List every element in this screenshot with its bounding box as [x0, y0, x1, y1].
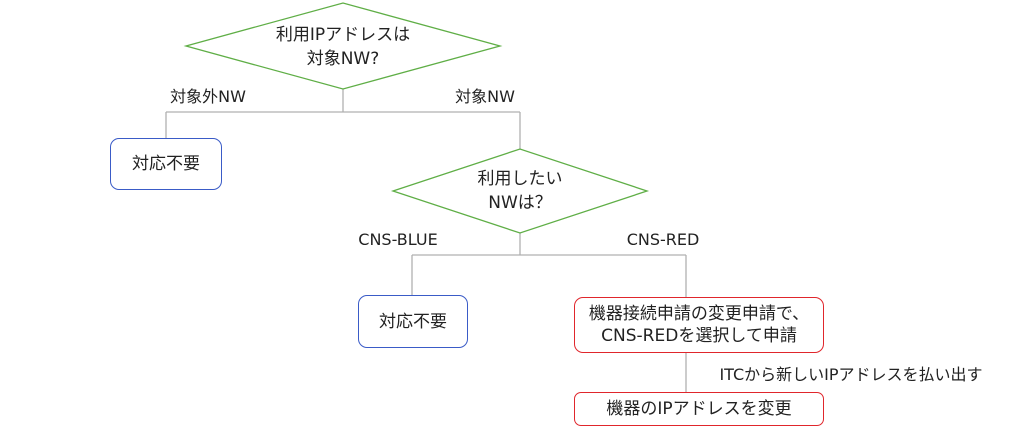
edge-label-out-of-scope: 対象外NW	[170, 87, 246, 106]
edge-label-cns-red: CNS-RED	[627, 230, 700, 249]
decision-diamond-2	[390, 148, 650, 234]
action-no-change-out-of-scope-label: 対応不要	[132, 154, 200, 174]
action-apply-change-request: 機器接続申請の変更申請で、 CNS-REDを選択して申請	[574, 297, 824, 353]
decision-target-network: 利用IPアドレスは 対象NW?	[183, 2, 503, 90]
action-apply-line-2: CNS-REDを選択して申請	[601, 326, 797, 346]
decision-1-line-1: 利用IPアドレスは	[276, 25, 410, 45]
edge-label-in-scope: 対象NW	[455, 87, 515, 106]
decision-desired-network: 利用したい NWは？	[390, 148, 650, 234]
edge-label-cns-blue: CNS-BLUE	[358, 230, 437, 249]
decision-2-line-1: 利用したい	[478, 169, 563, 189]
action-change-device-ip: 機器のIPアドレスを変更	[574, 392, 824, 426]
action-no-change-cns-blue: 対応不要	[358, 295, 468, 348]
action-no-change-cns-blue-label: 対応不要	[379, 311, 447, 332]
decision-2-line-2: NWは？	[488, 193, 552, 213]
action-apply-line-1: 機器接続申請の変更申請で、	[588, 304, 810, 324]
decision-1-line-2: 対象NW?	[307, 49, 380, 69]
connectors-decision-2	[411, 233, 687, 297]
connectors-decision-1	[165, 89, 521, 150]
decision-diamond-1	[183, 2, 503, 90]
edge-label-itc-assign-ip: ITCから新しいIPアドレスを払い出す	[719, 365, 982, 384]
action-change-device-ip-label: 機器のIPアドレスを変更	[606, 399, 792, 419]
action-no-change-out-of-scope: 対応不要	[110, 138, 222, 190]
